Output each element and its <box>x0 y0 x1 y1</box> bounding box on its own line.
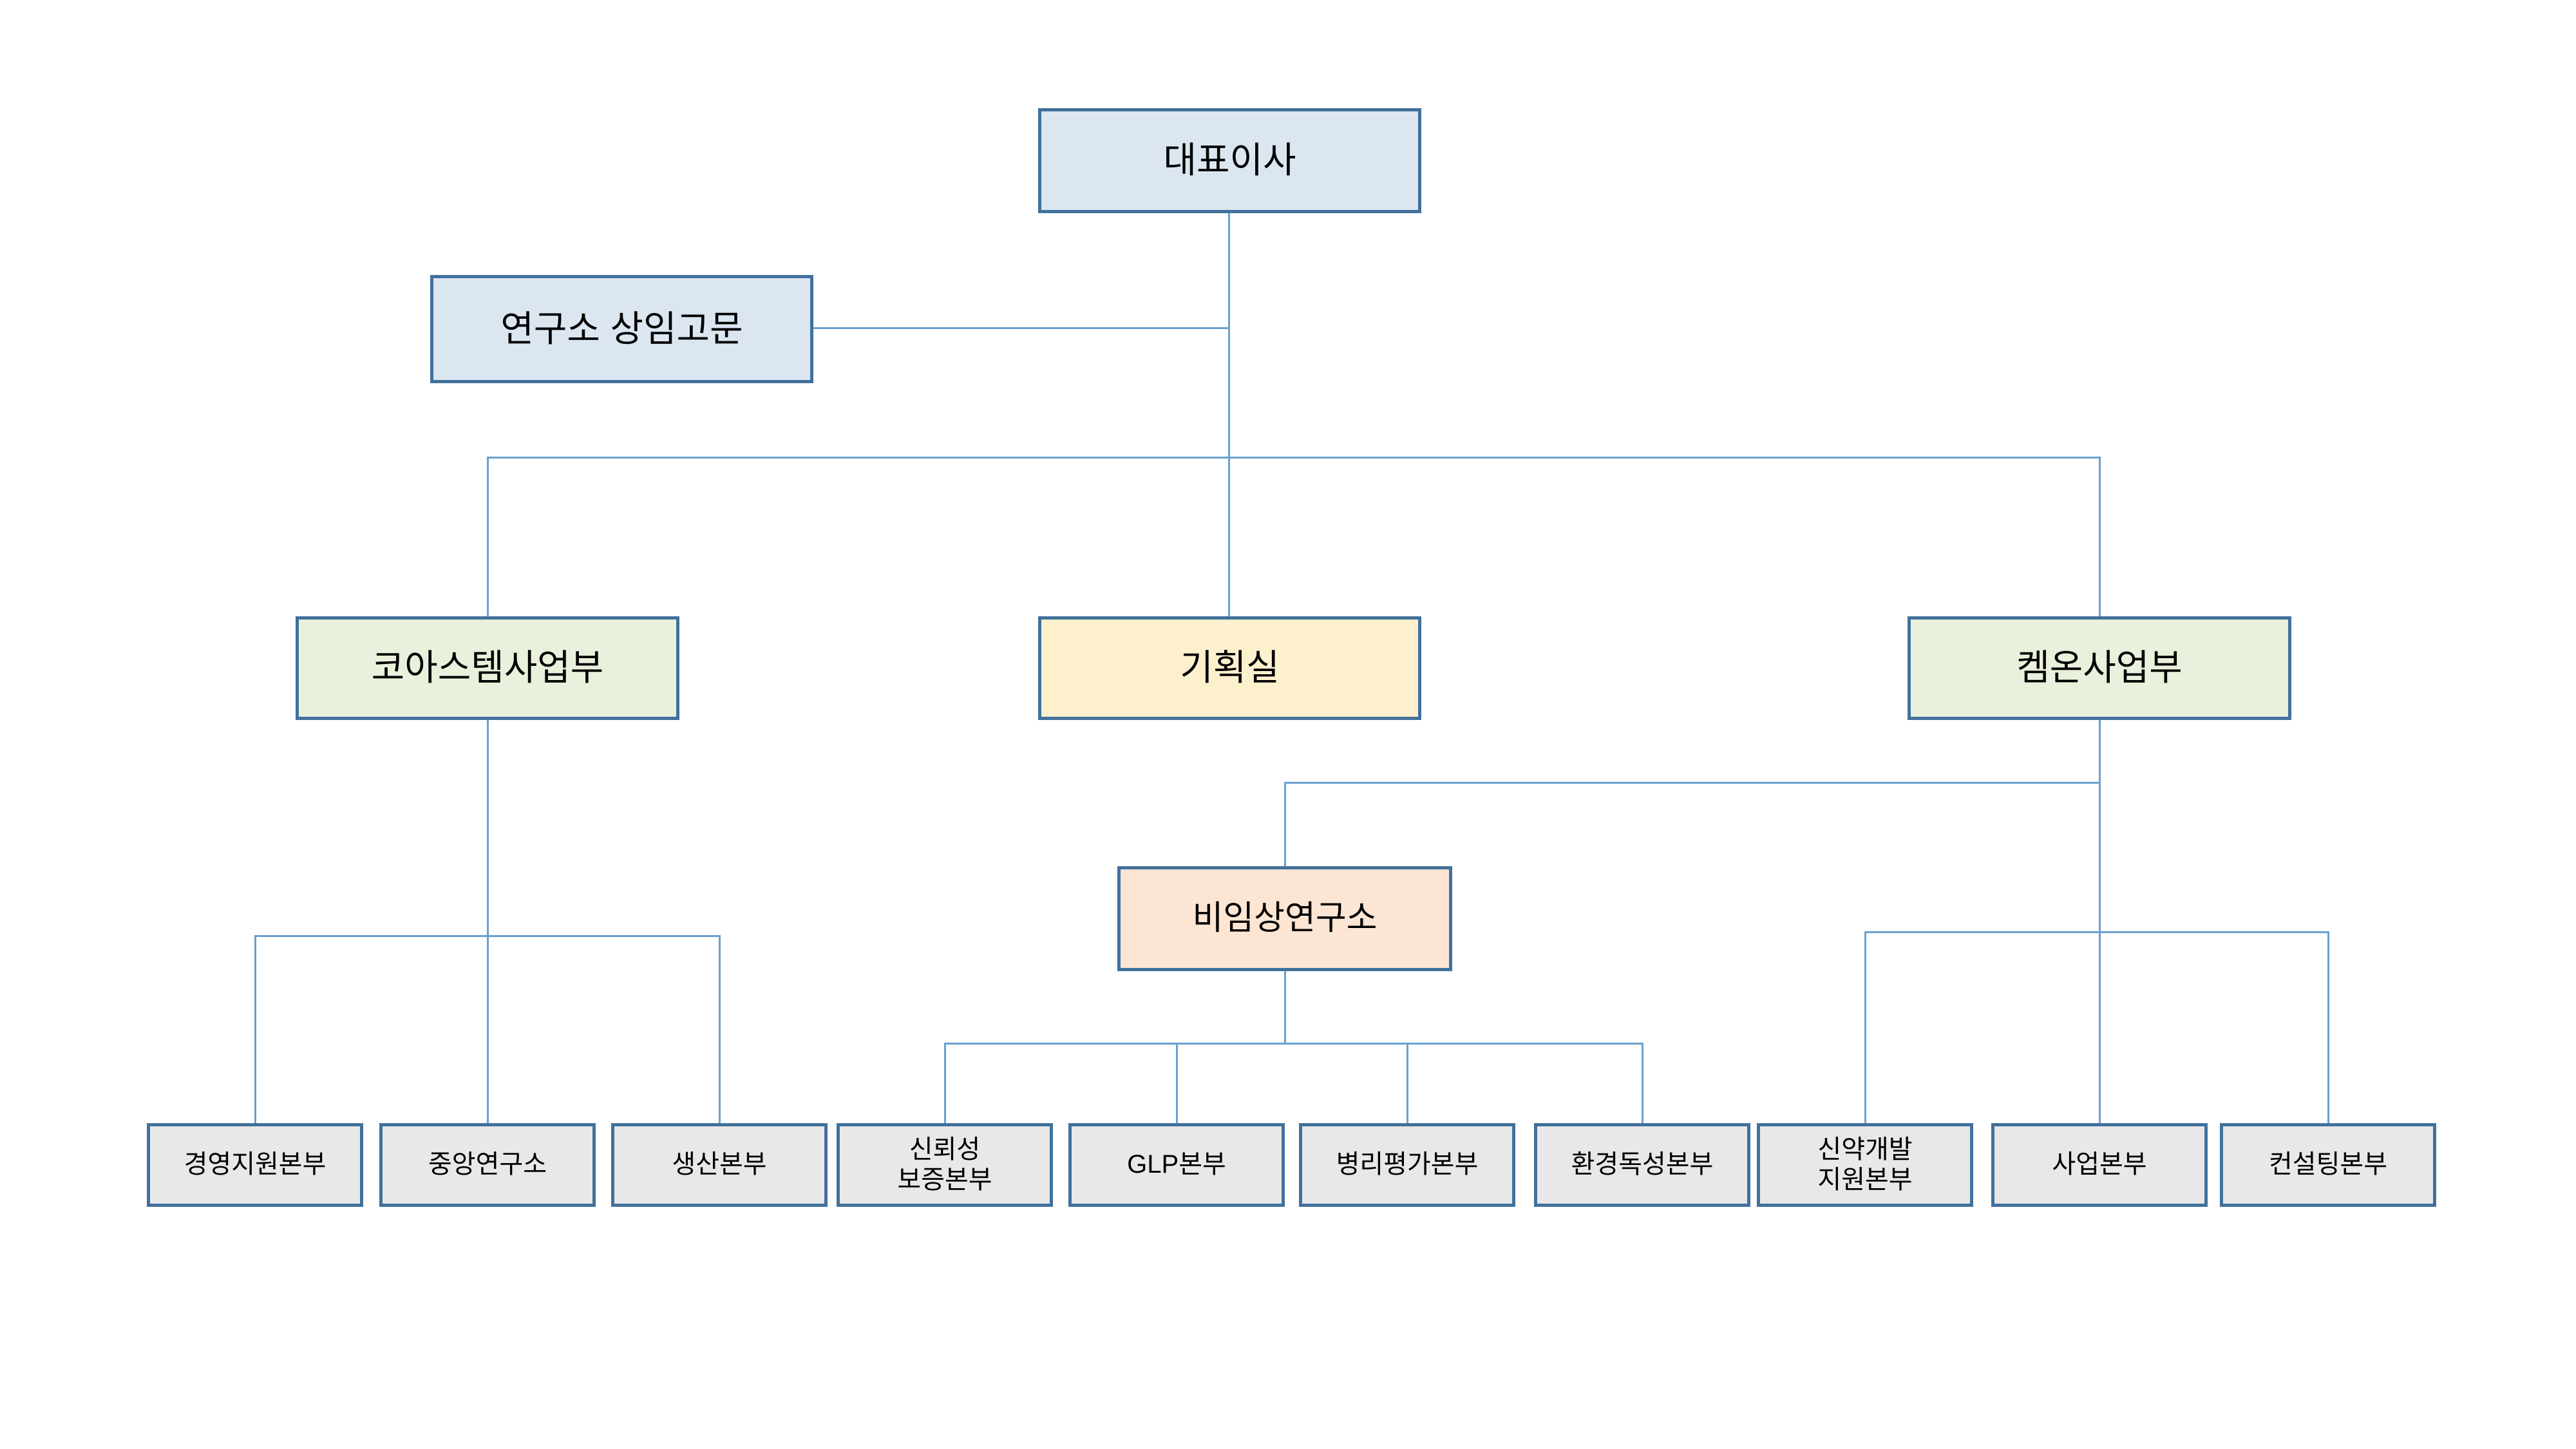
connector-advisor-horizontal <box>813 327 1230 329</box>
node-production: 생산본부 <box>611 1123 828 1207</box>
node-ceo: 대표이사 <box>1038 108 1421 213</box>
connector-nonclinical-branch <box>1284 782 2101 784</box>
node-glp: GLP본부 <box>1068 1123 1285 1207</box>
node-consulting: 컨설팅본부 <box>2220 1123 2436 1207</box>
node-business-label: 사업본부 <box>2052 1150 2147 1179</box>
connector-drop-reliability <box>944 1043 946 1123</box>
connector-drop-envtox <box>1642 1043 1643 1123</box>
node-advisor: 연구소 상임고문 <box>430 275 813 383</box>
node-pathology-evaluation: 병리평가본부 <box>1299 1123 1515 1207</box>
node-business: 사업본부 <box>1991 1123 2208 1207</box>
node-coastem-division-label: 코아스템사업부 <box>371 647 604 688</box>
node-newdrug-support-label: 신약개발 지원본부 <box>1817 1135 1913 1194</box>
connector-drop-newdrug <box>1864 931 1866 1123</box>
node-newdrug-support: 신약개발 지원본부 <box>1757 1123 1973 1207</box>
connector-chemon-drop <box>2099 457 2101 616</box>
node-reliability-assurance: 신뢰성 보증본부 <box>837 1123 1053 1207</box>
connector-ceo-vertical <box>1228 213 1230 616</box>
connector-drop-management-support <box>254 935 256 1123</box>
connector-drop-business <box>2099 931 2101 1123</box>
node-management-support-label: 경영지원본부 <box>184 1150 327 1179</box>
connector-nonclinical-out <box>1284 971 1286 1045</box>
connector-coastem-drop <box>487 457 489 616</box>
node-planning-office: 기획실 <box>1038 616 1421 720</box>
connector-nonclinical-in <box>1284 782 1286 866</box>
connector-drop-glp <box>1176 1043 1178 1123</box>
node-ceo-label: 대표이사 <box>1163 140 1296 181</box>
connector-coastem-children-vertical <box>487 720 489 937</box>
connector-drop-central-research <box>487 935 489 1123</box>
connector-chemon-children-vertical <box>2099 720 2101 933</box>
node-reliability-assurance-label: 신뢰성 보증본부 <box>897 1135 992 1194</box>
node-chemon-division: 켐온사업부 <box>1908 616 2291 720</box>
connector-drop-pathology <box>1406 1043 1408 1123</box>
node-environmental-toxicity: 환경독성본부 <box>1534 1123 1750 1207</box>
node-central-research-label: 중앙연구소 <box>428 1150 547 1179</box>
node-management-support: 경영지원본부 <box>147 1123 363 1207</box>
node-consulting-label: 컨설팅본부 <box>2269 1150 2387 1179</box>
node-central-research: 중앙연구소 <box>379 1123 596 1207</box>
node-coastem-division: 코아스템사업부 <box>296 616 679 720</box>
connector-drop-consulting <box>2327 931 2329 1123</box>
connector-chemon-children-bus <box>1864 931 2329 933</box>
node-pathology-evaluation-label: 병리평가본부 <box>1336 1150 1479 1179</box>
node-planning-office-label: 기획실 <box>1180 647 1280 688</box>
node-nonclinical-research: 비임상연구소 <box>1117 866 1452 971</box>
node-nonclinical-research-label: 비임상연구소 <box>1192 899 1378 937</box>
connector-level1-bus <box>487 457 2101 459</box>
connector-nonclinical-children-bus <box>944 1043 1643 1045</box>
node-chemon-division-label: 켐온사업부 <box>2016 647 2183 688</box>
node-glp-label: GLP본부 <box>1127 1150 1226 1179</box>
node-environmental-toxicity-label: 환경독성본부 <box>1571 1150 1714 1179</box>
node-production-label: 생산본부 <box>672 1150 767 1179</box>
node-advisor-label: 연구소 상임고문 <box>500 308 743 349</box>
connector-drop-production <box>719 935 721 1123</box>
